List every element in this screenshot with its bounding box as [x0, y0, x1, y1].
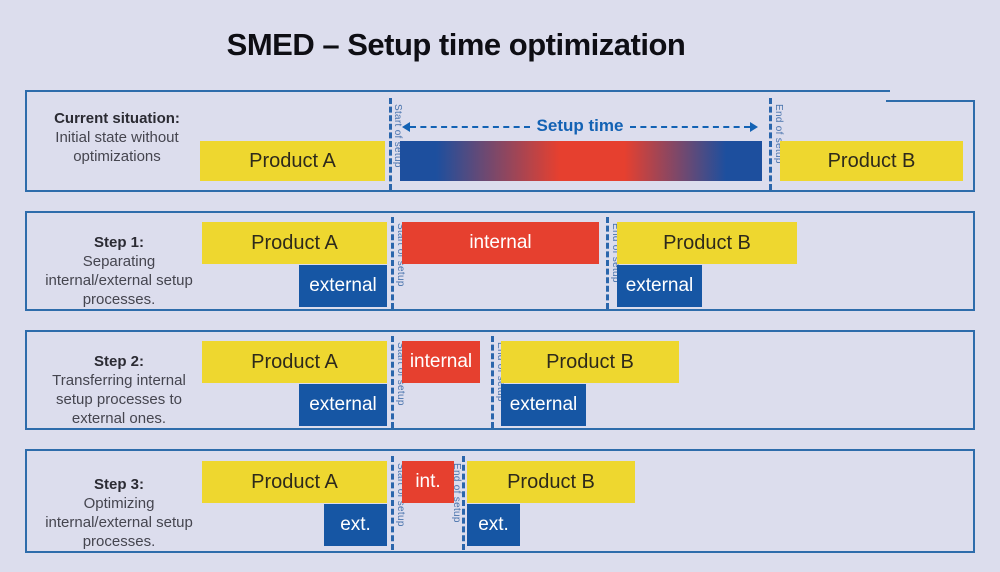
- panel-border: [25, 90, 975, 192]
- panel-description-line: setup processes to: [56, 391, 182, 408]
- panel-description-line: internal/external setup: [45, 272, 193, 289]
- panel-heading: Step 2:: [93, 353, 144, 370]
- external-a-bar: ext.: [324, 504, 387, 546]
- internal-bar: internal: [402, 341, 480, 383]
- start-of-setup-line: [391, 336, 394, 428]
- product-a-bar: Product A: [200, 141, 385, 181]
- internal-bar: int.: [402, 461, 454, 503]
- product-b-bar: Product B: [617, 222, 797, 264]
- end-of-setup-label: End of setup: [610, 223, 621, 283]
- start-of-setup-line: [389, 98, 392, 190]
- external-a-bar: external: [299, 265, 387, 307]
- start-of-setup-line: [391, 217, 394, 309]
- panel-label: Step 2: Transferring internal setup proc…: [35, 352, 203, 428]
- page-title: SMED – Setup time optimization: [226, 27, 686, 62]
- product-b-bar: Product B: [501, 341, 679, 383]
- product-b-bar: Product B: [780, 141, 963, 181]
- panel-step-2: Step 2: Transferring internal setup proc…: [25, 330, 975, 430]
- start-of-setup-label: Start of setup: [392, 104, 403, 168]
- start-of-setup-label: Start of setup: [395, 342, 406, 406]
- external-b-bar: external: [617, 265, 702, 307]
- dashed-line: [410, 126, 530, 128]
- end-of-setup-line: [606, 217, 609, 309]
- panel-heading: Current situation:: [54, 110, 180, 127]
- panel-current-situation: Current situation: Initial state without…: [25, 90, 975, 192]
- panel-label: Step 1: Separating internal/external set…: [35, 233, 203, 309]
- dashed-line: [630, 126, 750, 128]
- setup-time-label: Setup time: [536, 116, 624, 135]
- panel-label: Step 3: Optimizing internal/external set…: [35, 475, 203, 551]
- external-b-bar: external: [501, 384, 586, 426]
- panel-heading: Step 1:: [93, 234, 144, 251]
- panel-heading: Step 3:: [93, 476, 144, 493]
- product-a-bar: Product A: [202, 222, 387, 264]
- start-of-setup-label: Start of setup: [395, 463, 406, 527]
- setup-gradient-bar: [400, 141, 762, 181]
- product-a-bar: Product A: [202, 461, 387, 503]
- start-of-setup-label: Start of setup: [395, 223, 406, 287]
- panel-description-line: processes.: [82, 291, 156, 308]
- panel-label: Current situation: Initial state without…: [33, 109, 201, 166]
- start-of-setup-line: [391, 456, 394, 550]
- product-a-bar: Product A: [202, 341, 387, 383]
- end-of-setup-label: End of setup: [495, 342, 506, 402]
- panel-description-line: Initial state without: [55, 129, 179, 146]
- panel-description-line: internal/external setup: [45, 514, 193, 531]
- external-a-bar: external: [299, 384, 387, 426]
- end-of-setup-line: [769, 98, 772, 190]
- panel-description-line: Optimizing: [83, 495, 155, 512]
- panel-step-1: Step 1: Separating internal/external set…: [25, 211, 975, 311]
- panel-description-line: Separating: [82, 253, 156, 270]
- end-of-setup-label: End of setup: [451, 463, 462, 523]
- panel-description-line: processes.: [82, 533, 156, 550]
- end-of-setup-line: [462, 456, 465, 550]
- panel-description-line: Transferring internal: [52, 372, 186, 389]
- panel-step-3: Step 3: Optimizing internal/external set…: [25, 449, 975, 553]
- arrowhead-left-icon: [402, 122, 410, 132]
- setup-time-arrow: Setup time: [402, 116, 758, 135]
- product-b-bar: Product B: [467, 461, 635, 503]
- panel-description-line: optimizations: [73, 148, 161, 165]
- arrowhead-right-icon: [750, 122, 758, 132]
- external-b-bar: ext.: [467, 504, 520, 546]
- panel-description-line: external ones.: [71, 410, 167, 427]
- internal-bar: internal: [402, 222, 599, 264]
- end-of-setup-line: [491, 336, 494, 428]
- end-of-setup-label: End of setup: [773, 104, 784, 164]
